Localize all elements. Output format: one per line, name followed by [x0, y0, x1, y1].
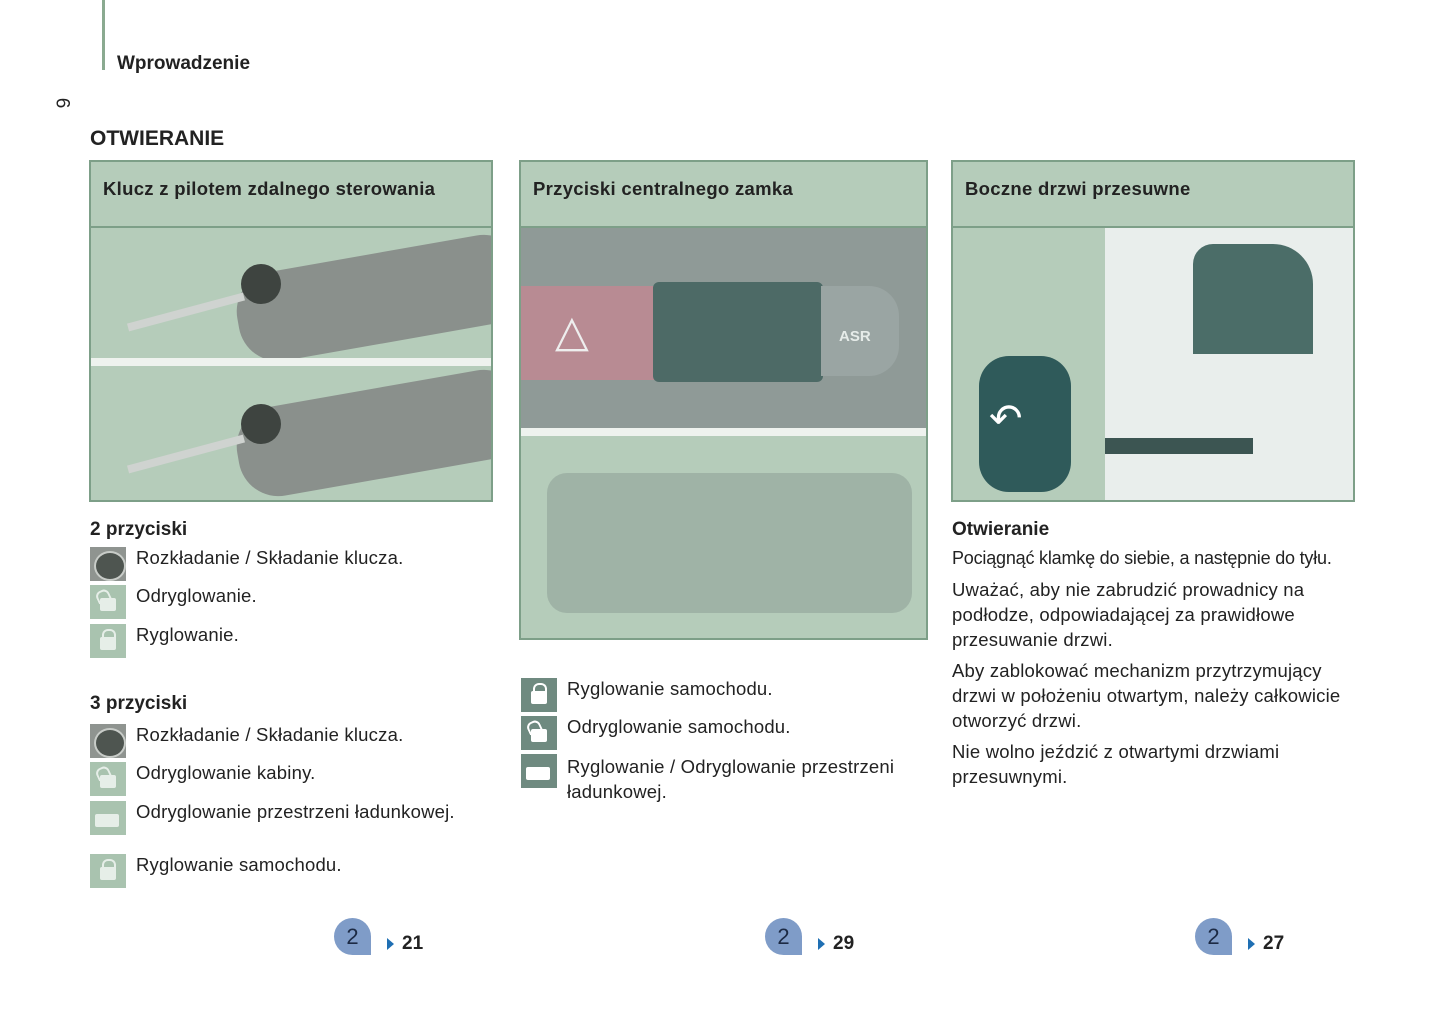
- unlock-icon: [90, 585, 126, 619]
- unlock-icon: [90, 762, 126, 796]
- fold-button: [241, 404, 281, 444]
- group-title: 3 przyciski: [90, 693, 188, 714]
- paragraph: Pociągnąć klamkę do siebie, a następnie …: [952, 548, 1332, 568]
- asr-button: ASR: [821, 286, 899, 376]
- list-item: Odryglowanie kabiny.: [90, 762, 316, 796]
- unlock-icon: [521, 716, 557, 750]
- key-panel: Klucz z pilotem zdalnego sterowania: [89, 160, 493, 502]
- hazard-button: △: [521, 286, 661, 380]
- list-item: Odryglowanie.: [90, 585, 257, 619]
- paragraph: Uważać, aby nie zabrudzić prowadnicy na …: [952, 579, 1305, 650]
- paragraph: Aby zablokować mechanizm przytrzymujący …: [952, 660, 1341, 731]
- door-handle: ↶: [979, 356, 1071, 492]
- subtitle: Otwieranie: [952, 519, 1050, 540]
- van-trim: [1103, 438, 1253, 454]
- lock-icon: [90, 624, 126, 658]
- list-item: Rozkładanie / Składanie klucza.: [90, 724, 403, 758]
- key-blade: [127, 292, 245, 332]
- arrow-right-icon: [818, 937, 825, 950]
- chapter-badge: 2: [1195, 918, 1232, 955]
- central-lock-heading: Przyciski centralnego zamka: [521, 162, 926, 228]
- list-item: Ryglowanie samochodu.: [90, 854, 342, 888]
- arrow-right-icon: [1248, 937, 1255, 950]
- header-rule: [102, 0, 105, 70]
- central-lock-image: △ ASR: [521, 228, 926, 638]
- divider: [521, 428, 926, 436]
- van-window: [1193, 244, 1313, 354]
- section-title: Wprowadzenie: [117, 53, 251, 74]
- chapter-badge: 2: [334, 918, 371, 955]
- key-panel-heading: Klucz z pilotem zdalnego sterowania: [91, 162, 491, 228]
- arrow-right-icon: [387, 937, 394, 950]
- instructions: Pociągnąć klamkę do siebie, a następnie …: [952, 546, 1357, 795]
- sliding-door-image: ↶: [953, 228, 1353, 500]
- central-lock-panel: Przyciski centralnego zamka △ ASR: [519, 160, 928, 640]
- key-image: [91, 228, 491, 500]
- lock-buttons: [653, 282, 823, 382]
- fold-button: [241, 264, 281, 304]
- lock-icon: [521, 678, 557, 712]
- page-title: OTWIERANIE: [90, 127, 225, 150]
- sliding-door-heading: Boczne drzwi przesuwne: [953, 162, 1353, 228]
- page-number: 6: [51, 97, 73, 109]
- fold-button-icon: [90, 724, 126, 758]
- cargo-lock-icon: [521, 754, 557, 788]
- key-blade: [127, 434, 245, 474]
- divider: [91, 358, 491, 366]
- lock-icon: [90, 854, 126, 888]
- list-item: Ryglowanie / Odryglowanie przestrzeni ła…: [521, 754, 921, 804]
- list-item: Odryglowanie przestrzeni ładunkowej.: [90, 801, 455, 835]
- list-item: Odryglowanie samochodu.: [521, 716, 791, 750]
- list-item: Ryglowanie samochodu.: [521, 678, 773, 712]
- door-panel-switches: [547, 473, 912, 613]
- list-item: Ryglowanie.: [90, 624, 239, 658]
- paragraph: Nie wolno jeździć z otwartymi drzwiami p…: [952, 741, 1280, 787]
- list-item: Rozkładanie / Składanie klucza.: [90, 547, 403, 581]
- chapter-badge: 2: [765, 918, 802, 955]
- group-title: 2 przyciski: [90, 519, 188, 540]
- cargo-unlock-icon: [90, 801, 126, 835]
- sliding-door-panel: Boczne drzwi przesuwne ↶: [951, 160, 1355, 502]
- fold-button-icon: [90, 547, 126, 581]
